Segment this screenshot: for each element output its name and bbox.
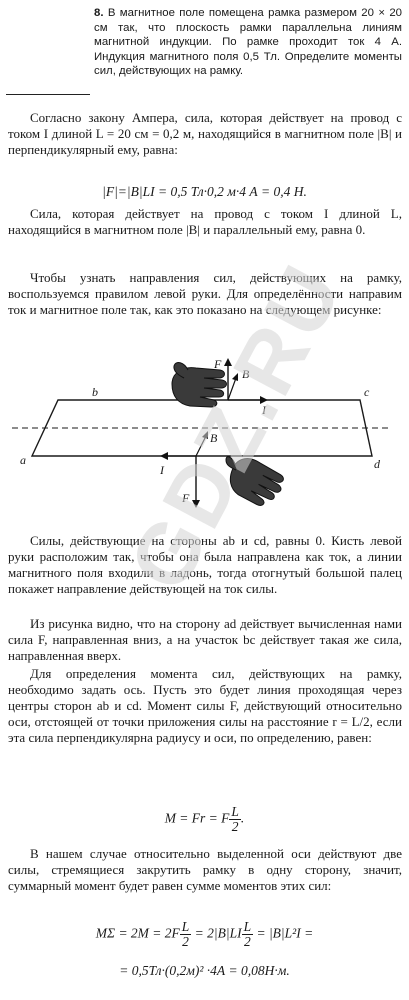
label-force-upper: F: [213, 357, 222, 371]
left-hand-upper-icon: [171, 362, 227, 408]
problem-number: 8.: [94, 7, 104, 19]
formula-total-torque-result: = 0,5Тл·(0,2м)² ·4А = 0,08Н·м.: [119, 963, 290, 978]
label-force-lower: F: [181, 491, 190, 505]
section-divider: [6, 94, 90, 95]
problem-text: В магнитное поле помещена рамка размером…: [94, 7, 402, 78]
paragraph-force-directions: Из рисунка видно, что на сторону ad дейс…: [8, 616, 402, 663]
paragraph-ampere-law: Согласно закону Ампера, сила, которая де…: [8, 110, 402, 157]
paragraph-torque-definition: Для определения момента сил, действующих…: [8, 666, 402, 745]
field-vector-upper: [227, 377, 237, 401]
label-current-upper: I: [261, 403, 267, 417]
label-c: c: [364, 385, 370, 399]
frame-diagram: b c a d F B I F B I: [12, 357, 392, 508]
paragraph-total-torque: В нашем случае относительно выделенной о…: [8, 846, 402, 893]
problem-statement: 8. В магнитное поле помещена рамка разме…: [94, 6, 402, 79]
field-vector-lower: [195, 435, 207, 457]
paragraph-parallel-wire: Сила, которая действует на провод с токо…: [8, 206, 402, 237]
paragraph-left-hand-rule: Чтобы узнать направления сил, действующи…: [8, 270, 402, 317]
label-a: a: [20, 453, 26, 467]
label-field-lower: B: [210, 431, 218, 445]
paragraph-forces-sides: Силы, действующие на стороны ab и cd, ра…: [8, 533, 402, 596]
label-current-lower: I: [159, 463, 165, 477]
label-d: d: [374, 457, 381, 471]
formula-force: |F|=|B|LI = 0,5 Тл·0,2 м·4 А = 0,4 Н.: [102, 184, 307, 199]
label-b: b: [92, 385, 98, 399]
left-hand-lower-icon: [225, 456, 284, 506]
label-field-upper: B: [242, 367, 250, 381]
